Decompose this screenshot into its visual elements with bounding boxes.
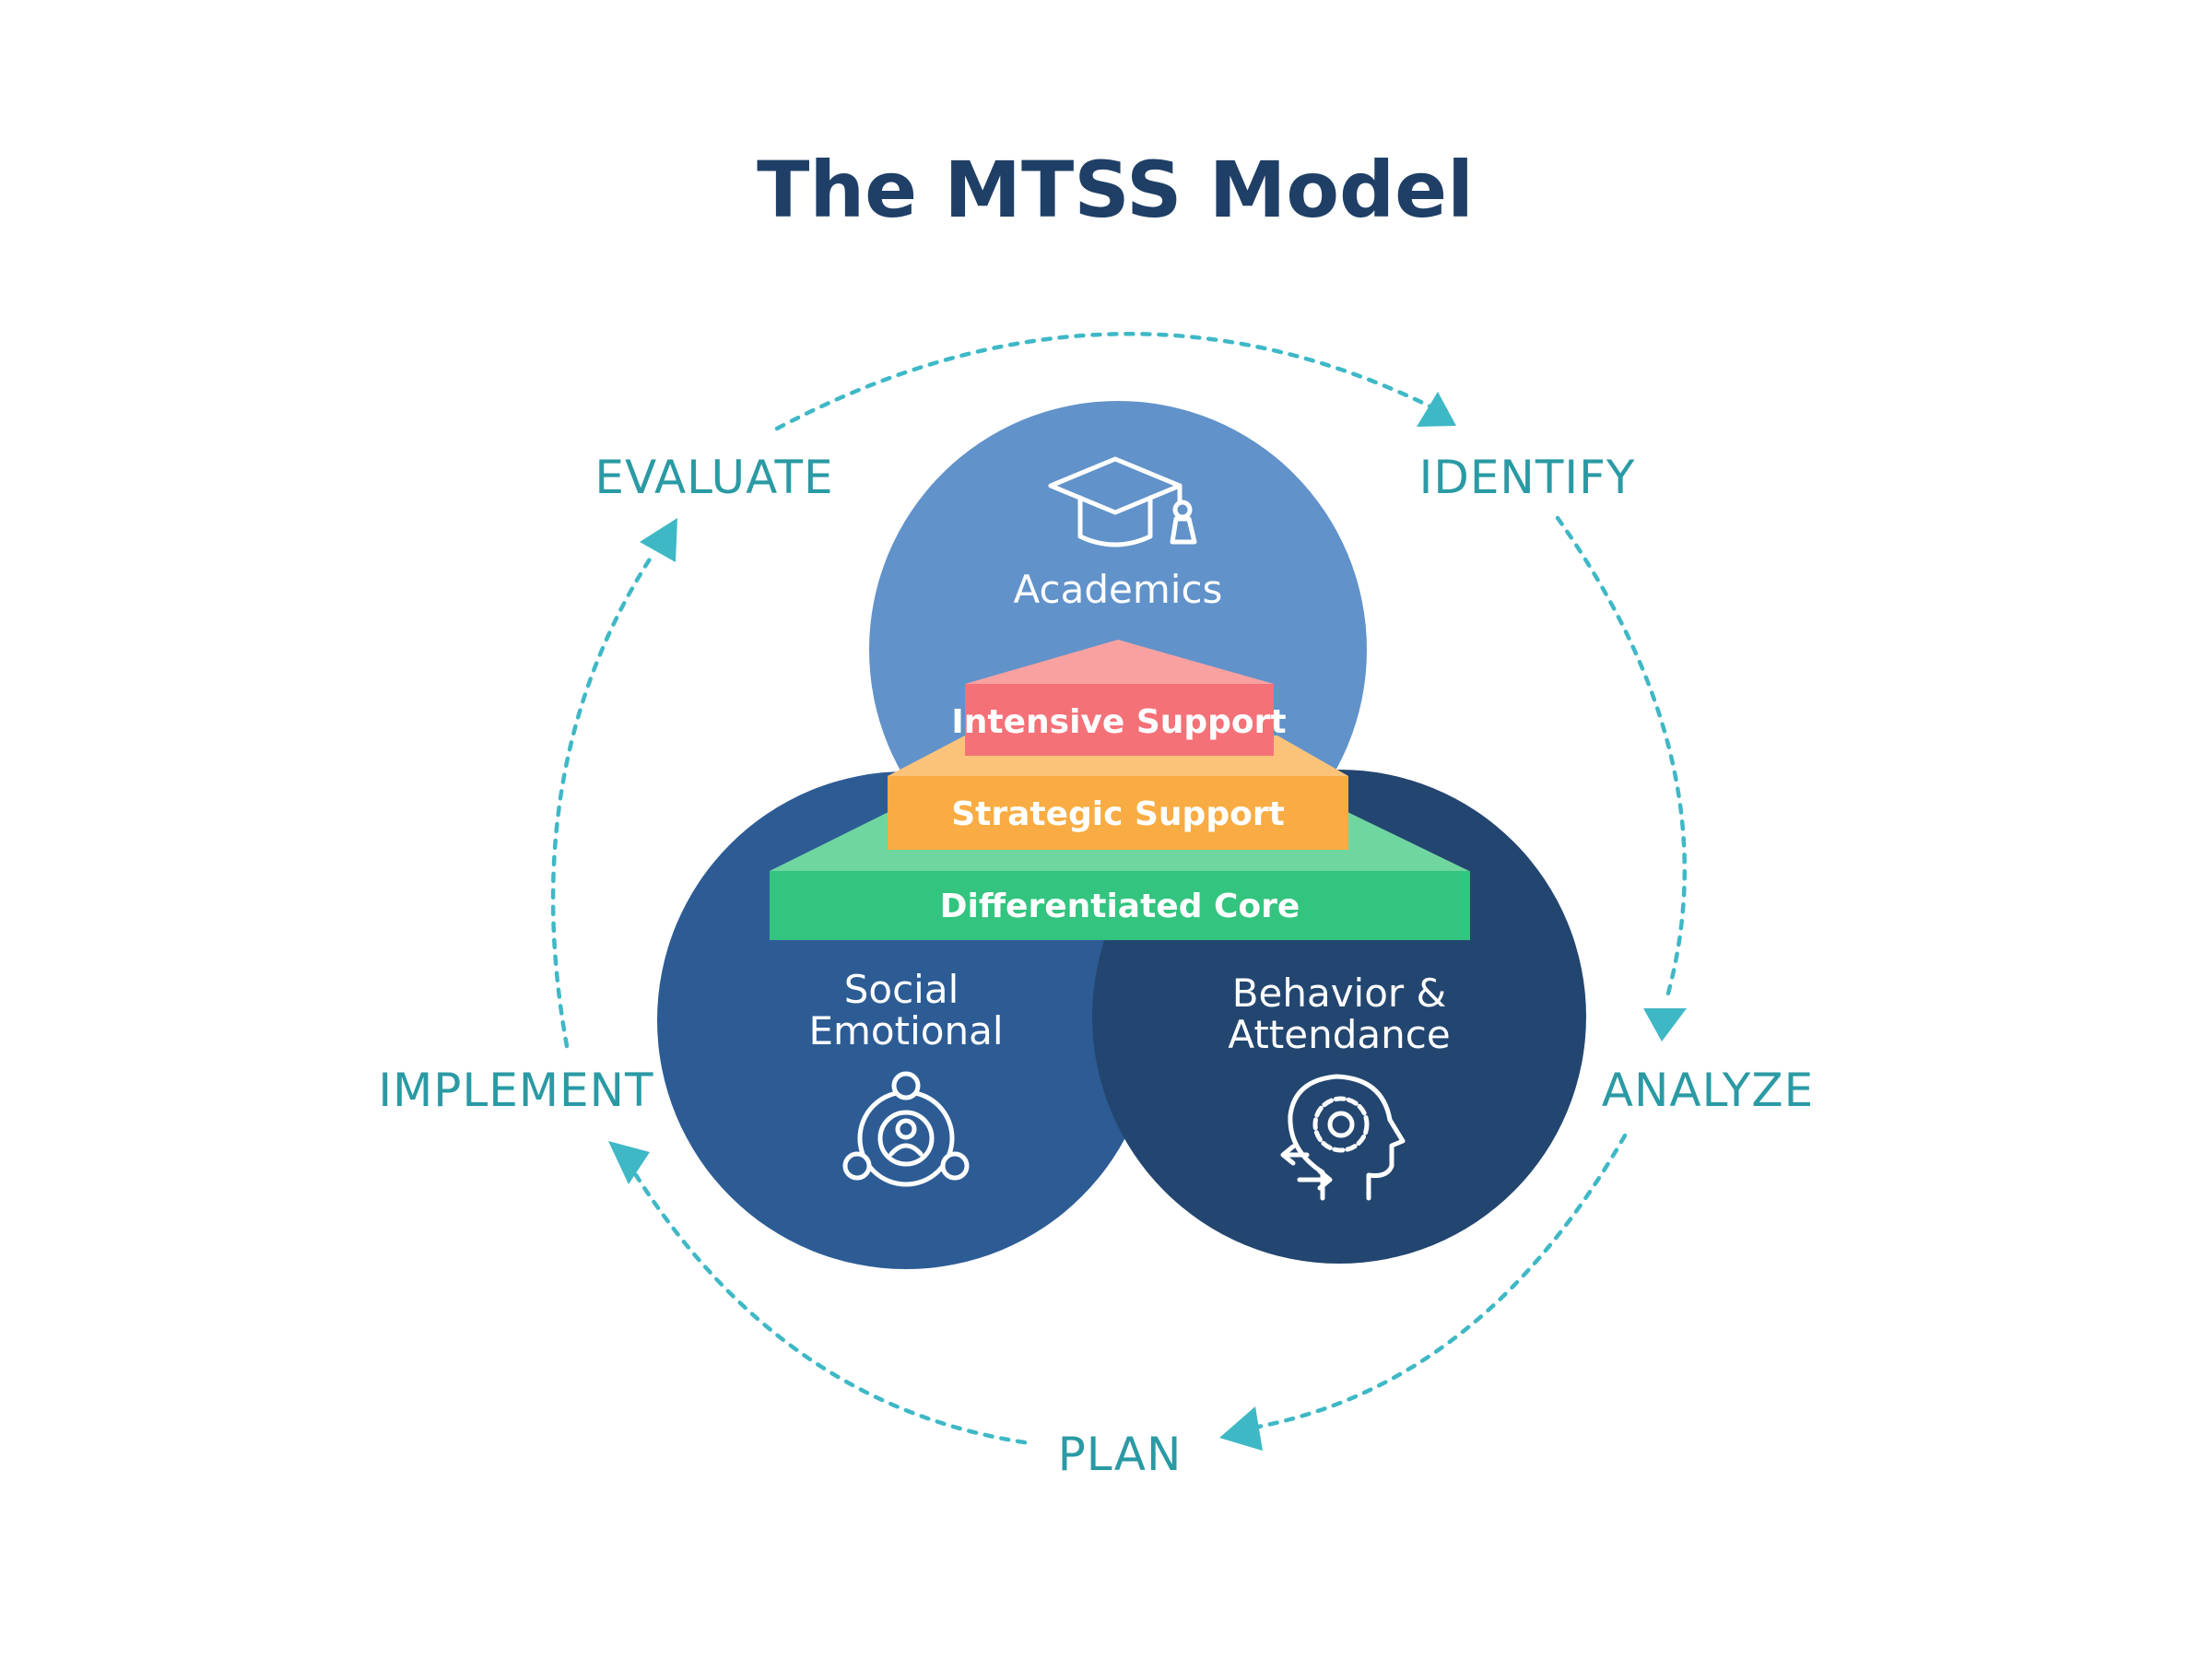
- cycle-step-identify: IDENTIFY: [1419, 451, 1636, 504]
- cycle-arrows: [550, 332, 1687, 1451]
- behavior-attendance-label-line1: Behavior &: [1232, 971, 1447, 1016]
- social-emotional-label-line1: Social: [844, 967, 959, 1012]
- behavior-attendance-label-line2: Attendance: [1228, 1012, 1450, 1057]
- arrowhead-analyze: [1643, 1008, 1687, 1041]
- people-network-icon: [842, 1071, 970, 1187]
- arc-implement-to-evaluate: [550, 552, 655, 1049]
- tier-intensive-label: Intensive Support: [951, 703, 1286, 741]
- tier-core-label: Differentiated Core: [940, 888, 1300, 925]
- tier-strategic-label: Strategic Support: [951, 795, 1285, 833]
- head-gear-icon: [1280, 1074, 1406, 1201]
- arrowhead-evaluate: [640, 518, 677, 562]
- cycle-step-analyze: ANALYZE: [1602, 1064, 1814, 1117]
- tier-intensive: [965, 684, 1274, 756]
- tier-strategic: [888, 776, 1348, 850]
- tier-core: [770, 871, 1470, 940]
- arc-identify-to-analyze: [1555, 515, 1687, 1003]
- social-emotional-label-line2: Emotional: [808, 1008, 1003, 1053]
- graduation-cap-icon: [1048, 456, 1197, 547]
- arrowhead-plan: [1219, 1406, 1263, 1451]
- tier-intensive-top: [965, 640, 1274, 684]
- arrowhead-identify: [1417, 392, 1456, 427]
- cycle-step-evaluate: EVALUATE: [594, 451, 833, 504]
- arc-analyze-to-plan: [1255, 1133, 1628, 1430]
- cycle-step-implement: IMPLEMENT: [378, 1064, 653, 1117]
- cycle-step-plan: PLAN: [1058, 1428, 1182, 1481]
- arc-evaluate-to-identify: [774, 332, 1441, 431]
- academics-label: Academics: [1014, 567, 1223, 612]
- arrowhead-implement: [608, 1141, 650, 1184]
- page-title: The MTSS Model: [757, 145, 1474, 235]
- arc-plan-to-implement: [633, 1172, 1028, 1445]
- tier-pyramid: Differentiated Core Strategic Support In…: [770, 640, 1470, 940]
